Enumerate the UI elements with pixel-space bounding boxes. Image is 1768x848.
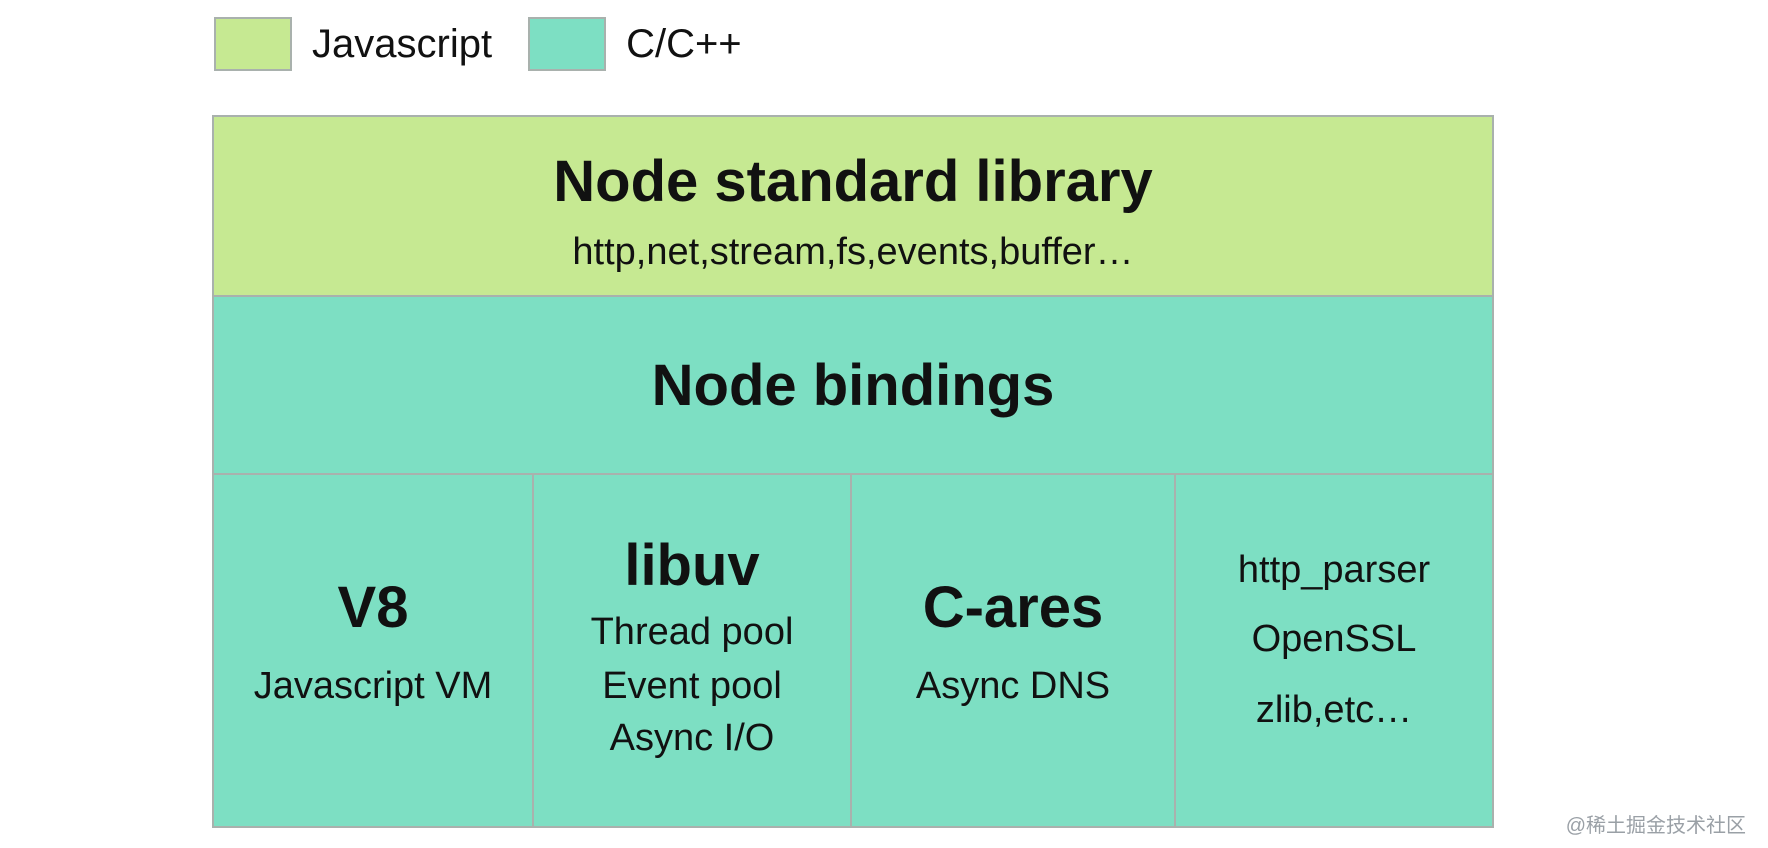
legend-item-c-cpp: C/C++	[528, 17, 742, 71]
legend-swatch-c-cpp	[528, 17, 607, 71]
bindings-title: Node bindings	[651, 353, 1055, 418]
legend-label-c-cpp: C/C++	[626, 22, 742, 66]
v8-title: V8	[337, 575, 409, 640]
libuv-line-1: Thread pool	[590, 611, 794, 653]
box-other-deps: http_parser OpenSSL zlib,etc…	[1174, 475, 1492, 826]
stdlib-title: Node standard library	[553, 149, 1153, 214]
other-deps-line-3: zlib,etc…	[1255, 689, 1413, 731]
legend-item-javascript: Javascript	[214, 17, 492, 71]
layer-node-bindings: Node bindings	[214, 297, 1492, 475]
layer-dependencies: V8 Javascript VM libuv Thread pool Event…	[214, 475, 1492, 826]
legend-label-javascript: Javascript	[312, 22, 493, 66]
watermark: @稀土掘金技术社区	[1565, 815, 1746, 837]
other-deps-line-2: OpenSSL	[1251, 618, 1417, 660]
box-c-ares: C-ares Async DNS	[850, 475, 1174, 826]
c-ares-line-1: Async DNS	[915, 665, 1111, 707]
v8-line-1: Javascript VM	[253, 665, 493, 707]
box-libuv: libuv Thread pool Event pool Async I/O	[532, 475, 850, 826]
c-ares-title: C-ares	[922, 575, 1104, 640]
libuv-line-3: Async I/O	[609, 717, 775, 759]
other-deps-line-1: http_parser	[1237, 549, 1431, 591]
libuv-line-2: Event pool	[602, 665, 782, 707]
box-v8: V8 Javascript VM	[214, 475, 532, 826]
legend: Javascript C/C++	[214, 16, 742, 72]
layer-node-standard-library: Node standard library http,net,stream,fs…	[214, 117, 1492, 297]
legend-swatch-javascript	[214, 17, 292, 71]
stdlib-modules: http,net,stream,fs,events,buffer…	[572, 231, 1134, 273]
libuv-title: libuv	[624, 533, 760, 598]
node-architecture-diagram: Node standard library http,net,stream,fs…	[212, 115, 1494, 828]
